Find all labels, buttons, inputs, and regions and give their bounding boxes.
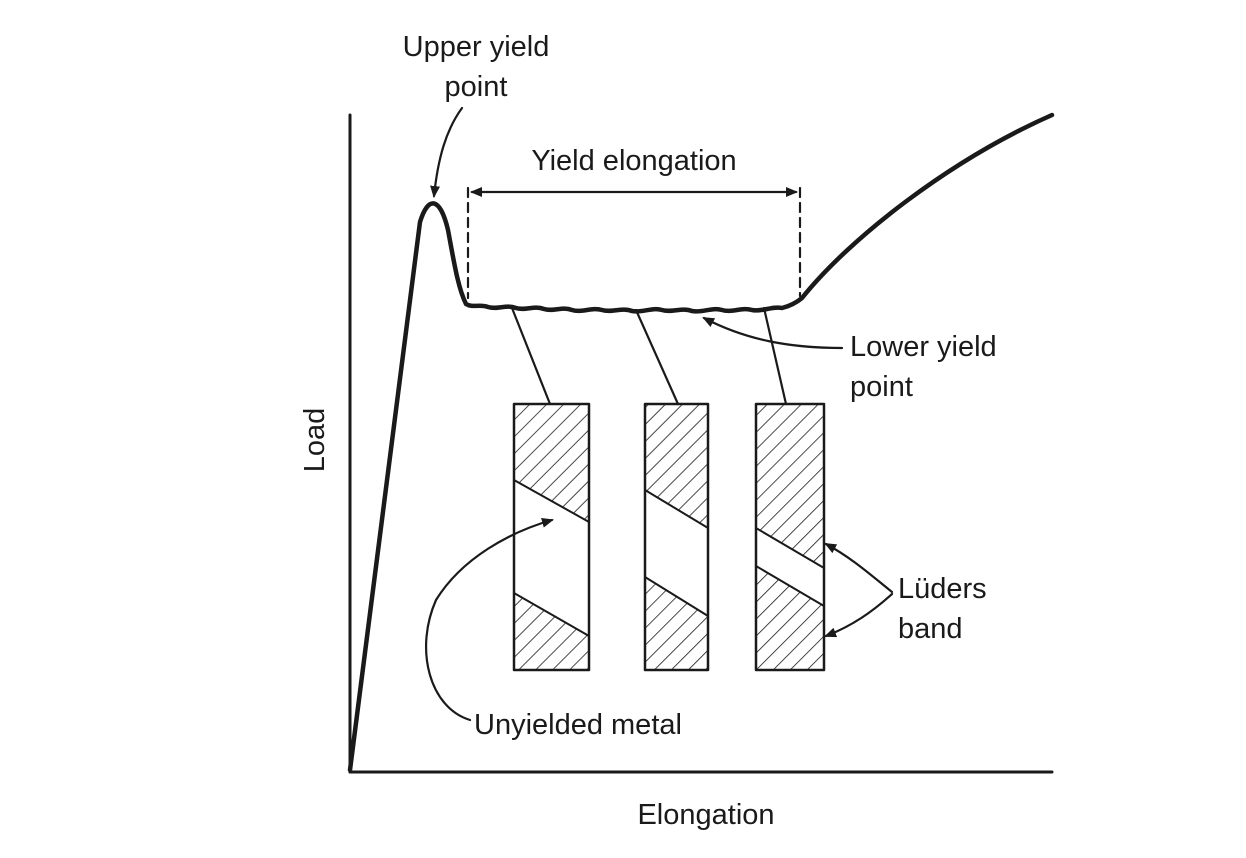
unyielded-metal-arrow [424, 517, 554, 722]
x-axis-label: Elongation [637, 799, 774, 831]
specimen-1-leader [510, 306, 552, 406]
luders-band-arrow-lower [824, 592, 894, 638]
specimen-3 [754, 402, 826, 672]
load-elongation-curve [347, 112, 1055, 773]
upper-yield-arrow [430, 106, 464, 198]
lower-yield-label-line1: Lower yield [850, 331, 997, 363]
lower-yield-arrow [702, 316, 844, 350]
yield-elongation-label: Yield elongation [531, 145, 736, 177]
lower-yield-label-line2: point [850, 371, 913, 403]
luders-band-arrow-upper [824, 542, 894, 594]
specimen-1 [512, 402, 591, 672]
specimen-2 [643, 402, 710, 672]
specimen-2-leader [634, 308, 680, 406]
upper-yield-label-line1: Upper yield [403, 31, 550, 63]
upper-yield-label-line2: point [445, 71, 508, 103]
luders-band-label-line2: band [898, 613, 963, 645]
unyielded-metal-label: Unyielded metal [474, 709, 682, 741]
y-axis-label: Load [299, 408, 331, 473]
luders-band-label-line1: Lüders [898, 573, 987, 605]
specimen-3-leader [762, 306, 788, 406]
